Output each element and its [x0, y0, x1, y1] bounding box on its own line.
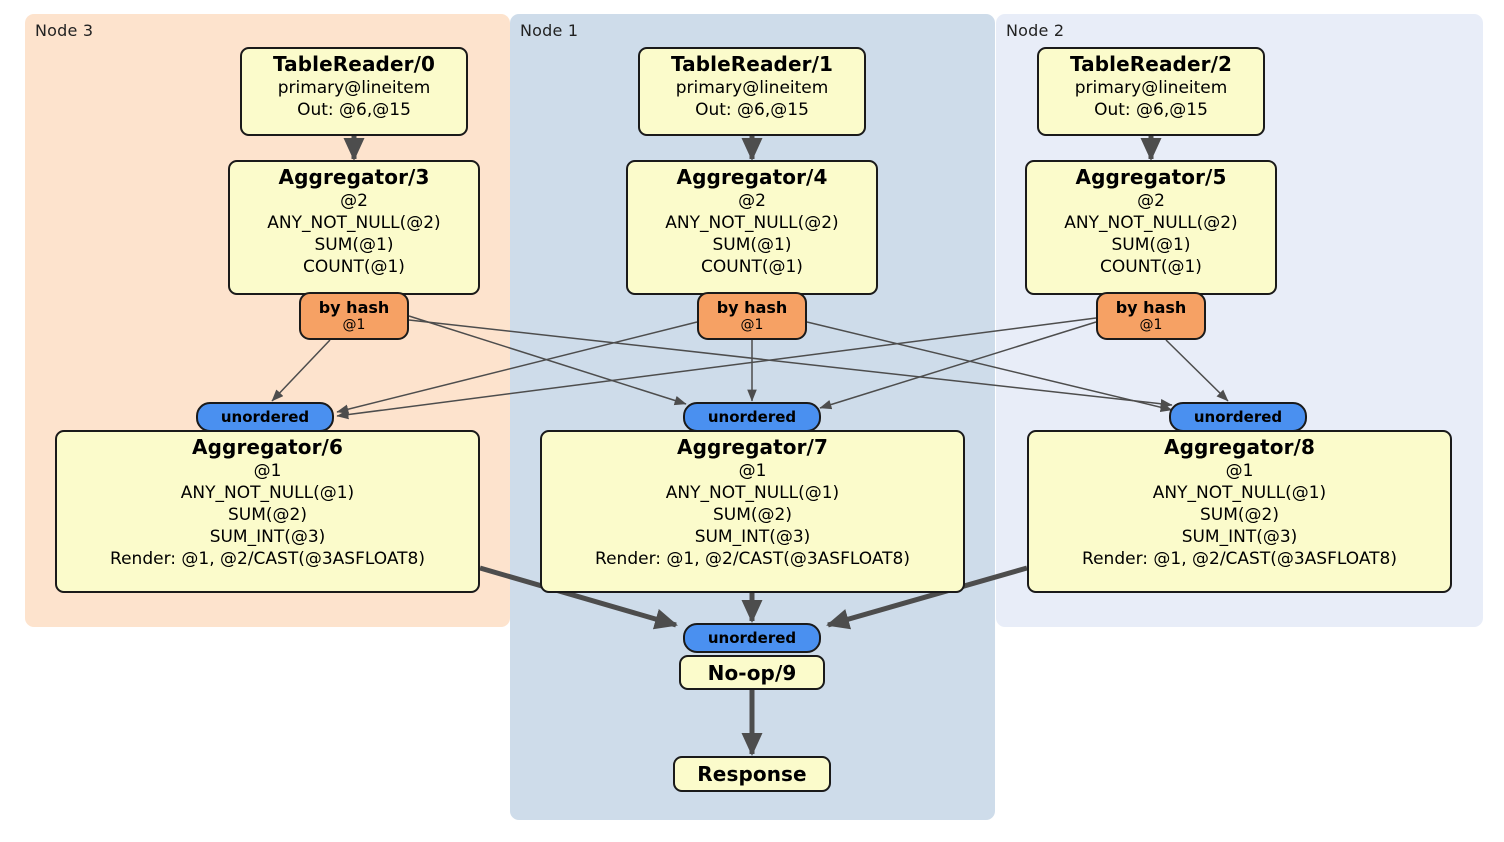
processor-line-tablereader0-0: primary@lineitem	[277, 78, 431, 98]
processor-line-aggregator3-1: ANY_NOT_NULL(@2)	[267, 213, 441, 233]
processor-line-aggregator3-3: COUNT(@1)	[303, 257, 405, 277]
badge-label-unordered9: unordered	[707, 628, 797, 647]
processor-title-response: Response	[697, 762, 807, 786]
processor-title-tablereader1: TableReader/1	[670, 52, 834, 76]
processor-line-aggregator8-2: SUM(@2)	[1200, 505, 1279, 525]
node-region-label-node1: Node 1	[520, 21, 579, 40]
processor-line-aggregator6-2: SUM(@2)	[228, 505, 307, 525]
processor-title-aggregator3: Aggregator/3	[278, 165, 430, 189]
processor-line-aggregator7-3: SUM_INT(@3)	[694, 527, 811, 547]
processor-title-aggregator7: Aggregator/7	[677, 435, 828, 459]
processor-line-aggregator4-1: ANY_NOT_NULL(@2)	[665, 213, 839, 233]
badge-label-byhash4: by hash	[716, 298, 788, 317]
badge-label-unordered6: unordered	[220, 407, 310, 426]
node-region-label-node3: Node 3	[35, 21, 94, 40]
processor-title-aggregator5: Aggregator/5	[1075, 165, 1227, 189]
processor-line-aggregator3-2: SUM(@1)	[314, 235, 394, 255]
badge-unordered7[interactable]: unordered	[683, 402, 821, 432]
processor-title-aggregator8: Aggregator/8	[1164, 435, 1315, 459]
processor-line-tablereader1-0: primary@lineitem	[675, 78, 829, 98]
processor-line-aggregator4-2: SUM(@1)	[712, 235, 792, 255]
node-region-label-node2: Node 2	[1006, 21, 1065, 40]
badge-unordered6[interactable]: unordered	[196, 402, 334, 432]
processor-line-aggregator5-1: ANY_NOT_NULL(@2)	[1064, 213, 1238, 233]
processor-line-tablereader0-1: Out: @6,@15	[297, 100, 411, 120]
processor-line-aggregator4-3: COUNT(@1)	[701, 257, 803, 277]
processor-line-tablereader2-1: Out: @6,@15	[1094, 100, 1208, 120]
processor-line-aggregator8-1: ANY_NOT_NULL(@1)	[1152, 483, 1327, 503]
badge-byhash4[interactable]: by hash@1	[697, 292, 807, 340]
processor-line-aggregator7-1: ANY_NOT_NULL(@1)	[665, 483, 840, 503]
processor-line-aggregator6-1: ANY_NOT_NULL(@1)	[180, 483, 355, 503]
badge-label-byhash5: by hash	[1115, 298, 1187, 317]
badge-sublabel-byhash3: @1	[342, 317, 366, 333]
badge-label-unordered8: unordered	[1193, 407, 1283, 426]
badge-sublabel-byhash4: @1	[740, 317, 764, 333]
processor-line-aggregator8-0: @1	[1225, 461, 1254, 481]
processor-line-aggregator6-3: SUM_INT(@3)	[209, 527, 326, 547]
processor-line-aggregator4-0: @2	[738, 191, 766, 211]
badge-byhash3[interactable]: by hash@1	[299, 292, 409, 340]
processor-box-response[interactable]: Response	[673, 756, 831, 792]
processor-line-tablereader2-0: primary@lineitem	[1074, 78, 1228, 98]
badge-unordered9[interactable]: unordered	[683, 623, 821, 653]
badge-label-byhash3: by hash	[318, 298, 390, 317]
processor-line-aggregator7-2: SUM(@2)	[713, 505, 792, 525]
badge-unordered8[interactable]: unordered	[1169, 402, 1307, 432]
processor-title-aggregator4: Aggregator/4	[676, 165, 828, 189]
processor-title-tablereader2: TableReader/2	[1069, 52, 1233, 76]
processor-line-aggregator3-0: @2	[340, 191, 368, 211]
badge-byhash5[interactable]: by hash@1	[1096, 292, 1206, 340]
processor-line-aggregator7-0: @1	[738, 461, 767, 481]
processor-line-aggregator5-0: @2	[1137, 191, 1165, 211]
processor-line-aggregator5-2: SUM(@1)	[1111, 235, 1191, 255]
processor-line-aggregator8-3: SUM_INT(@3)	[1181, 527, 1298, 547]
processor-line-aggregator8-4: Render: @1, @2/CAST(@3ASFLOAT8)	[1082, 549, 1397, 569]
processor-title-noop9: No-op/9	[707, 660, 797, 685]
processor-line-aggregator6-4: Render: @1, @2/CAST(@3ASFLOAT8)	[110, 549, 425, 569]
processor-line-aggregator6-0: @1	[253, 461, 282, 481]
processor-title-aggregator6: Aggregator/6	[192, 435, 343, 459]
badge-sublabel-byhash5: @1	[1139, 317, 1163, 333]
badge-label-unordered7: unordered	[707, 407, 797, 426]
processor-line-aggregator7-4: Render: @1, @2/CAST(@3ASFLOAT8)	[595, 549, 910, 569]
processor-line-tablereader1-1: Out: @6,@15	[695, 100, 809, 120]
processor-line-aggregator5-3: COUNT(@1)	[1100, 257, 1202, 277]
processor-box-noop9[interactable]: No-op/9	[679, 655, 825, 690]
processor-title-tablereader0: TableReader/0	[272, 52, 436, 76]
